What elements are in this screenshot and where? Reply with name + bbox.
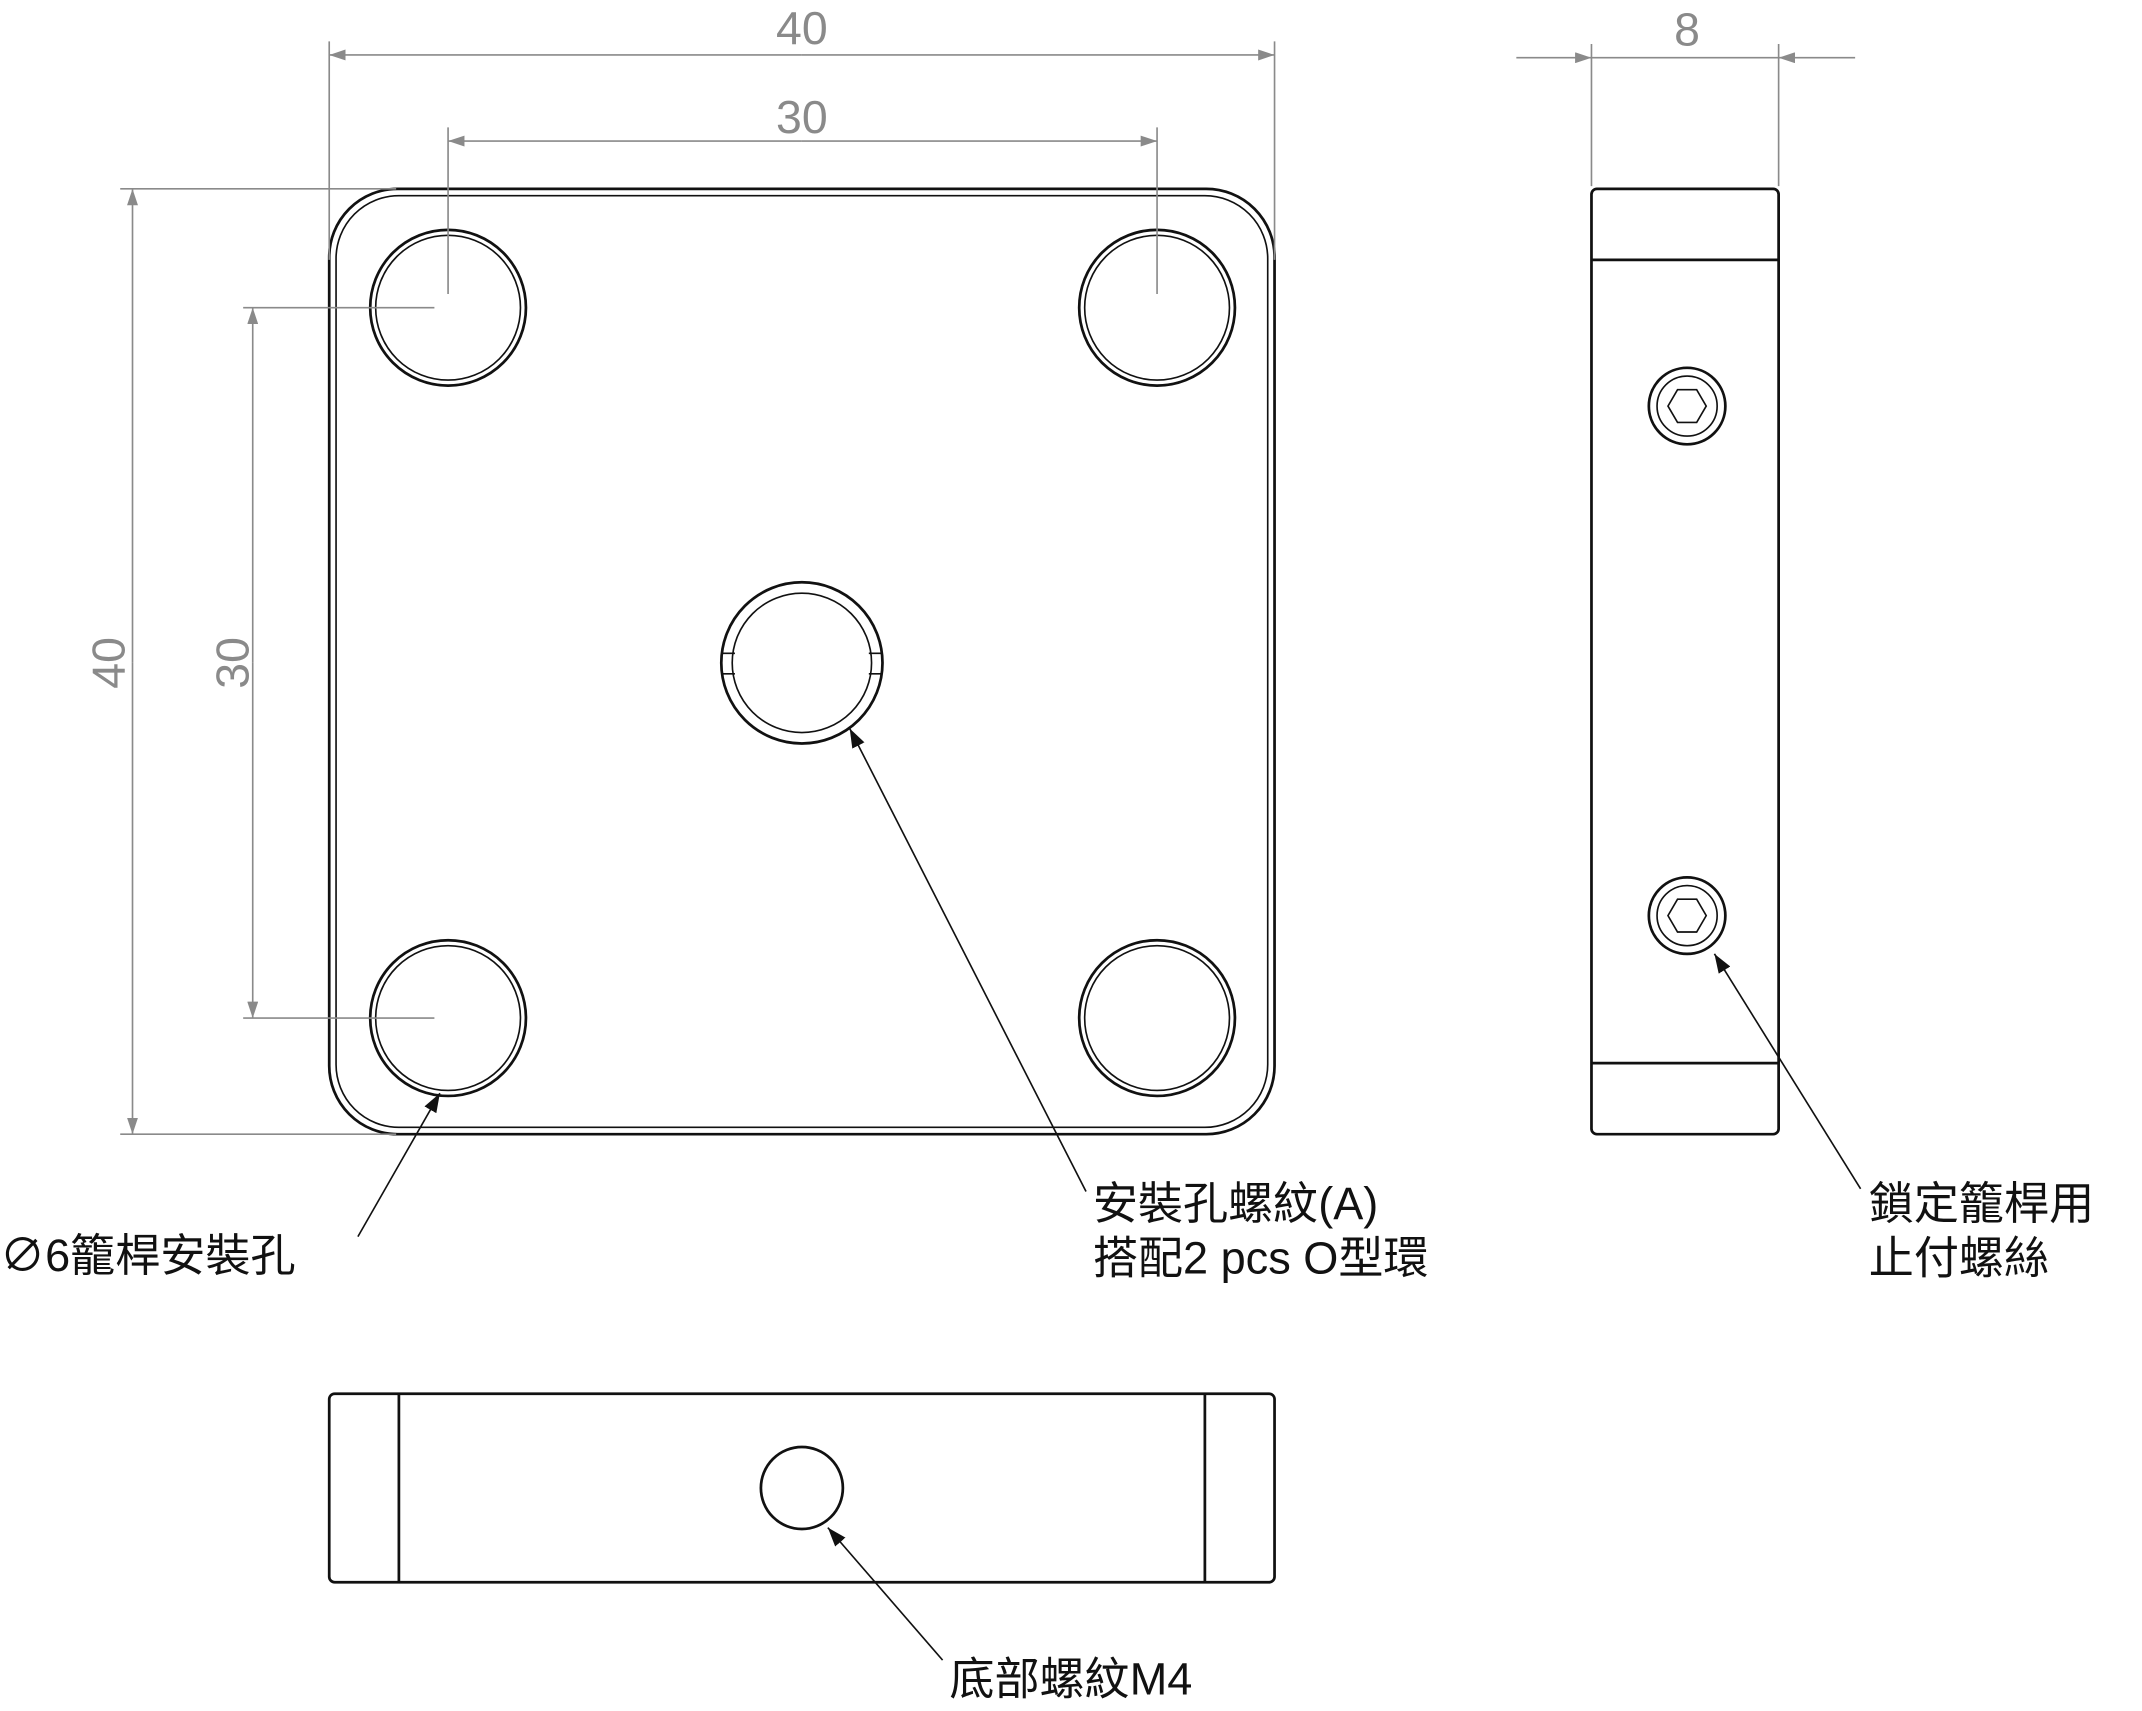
side-outline — [1590, 187, 1780, 1136]
dimensions: 40 30 40 30 8 — [82, 2, 1856, 1135]
center-mount-hole — [719, 580, 884, 745]
center-mount-hole-inner — [731, 592, 873, 734]
set-screw-top — [1647, 366, 1727, 446]
bottom-thread-hole — [759, 1445, 845, 1531]
bottom-outline — [327, 1392, 1276, 1584]
plate-chamfer — [335, 194, 1269, 1129]
hex-socket-icon — [1667, 898, 1708, 933]
label-mount-thread-1: 安裝孔螺紋(A) — [1093, 1178, 1378, 1229]
callouts: ∅6籠桿安裝孔 安裝孔螺紋(A) 搭配2 pcs O型環 鎖定籠桿用 止付螺絲 … — [0, 728, 2094, 1704]
label-set-screw-1: 鎖定籠桿用 — [1869, 1178, 2094, 1229]
label-cage-rod-hole: ∅6籠桿安裝孔 — [0, 1230, 296, 1281]
label-set-screw-2: 止付螺絲 — [1869, 1233, 2049, 1284]
front-view — [327, 187, 1276, 1136]
set-screw-bottom — [1647, 875, 1727, 956]
dim-side-thickness: 8 — [1674, 3, 1700, 55]
label-mount-thread-2: 搭配2 pcs O型環 — [1093, 1233, 1429, 1284]
bottom-view — [327, 1392, 1276, 1584]
hole-bottom-right — [1077, 938, 1237, 1098]
label-bottom-thread: 底部螺紋M4 — [949, 1653, 1192, 1704]
dim-left-height-holes: 30 — [207, 637, 259, 689]
hex-socket-icon — [1667, 388, 1708, 424]
dim-left-height-outer: 40 — [82, 637, 134, 689]
cage-rod-holes — [368, 228, 1237, 1098]
side-view — [1590, 187, 1780, 1136]
dim-top-width-holes: 30 — [776, 91, 828, 143]
plate-outline — [327, 187, 1276, 1136]
hole-bottom-right-inner — [1083, 944, 1231, 1092]
dim-top-width-outer: 40 — [776, 2, 828, 54]
